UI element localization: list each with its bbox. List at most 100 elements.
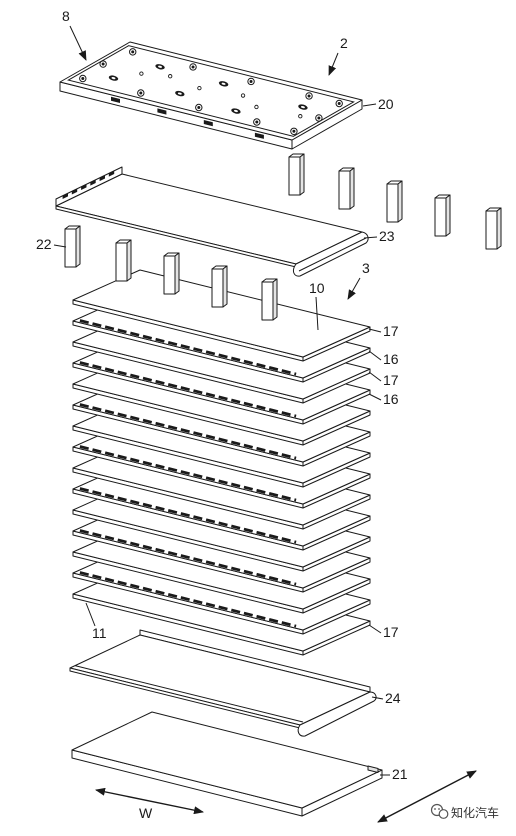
- bus-bar: [288, 153, 305, 196]
- bolt-center: [197, 106, 201, 109]
- leader-line-11: [85, 602, 96, 627]
- bus-bar-front: [434, 197, 447, 237]
- callout-16-upper: 16: [383, 351, 399, 367]
- cover-bump: [90, 179, 96, 186]
- length-direction-arrow: [377, 770, 477, 823]
- bolt-center: [101, 62, 105, 66]
- cover-wall-bumps: [62, 170, 115, 199]
- cell-tab-row: [79, 319, 297, 376]
- wechat-icon-bubble-small: [438, 809, 449, 819]
- base-plate: [71, 711, 383, 817]
- leader-line-17-second: [368, 371, 382, 382]
- bus-bar-front: [485, 210, 498, 250]
- bolt-center: [255, 120, 259, 124]
- bolt-center: [81, 77, 85, 80]
- bus-bar: [261, 278, 278, 321]
- mounting-hole: [197, 85, 202, 91]
- cover-bump: [99, 175, 105, 182]
- leader-line-17-top: [368, 328, 382, 333]
- width-direction-arrow: [95, 787, 204, 815]
- bolt-center: [139, 91, 143, 95]
- leader-arrow-8: [69, 25, 87, 61]
- callout-8: 8: [62, 8, 70, 24]
- terminal-hole: [158, 65, 163, 68]
- bus-bar: [386, 180, 403, 223]
- bus-bar: [338, 167, 355, 210]
- bus-bar-side: [299, 153, 305, 196]
- front-face-fitting: [157, 108, 167, 115]
- mounting-hole: [168, 74, 173, 79]
- bolt-center: [292, 129, 296, 133]
- bolt-center: [191, 65, 195, 69]
- callout-17-bottom: 17: [383, 624, 399, 640]
- bolt-center: [249, 79, 253, 83]
- bus-bar-side: [126, 239, 132, 282]
- leader-line-22: [53, 244, 67, 248]
- front-face-fitting: [111, 96, 120, 103]
- callout-24: 24: [385, 690, 401, 706]
- bus-bar: [163, 252, 180, 295]
- cell-tab-row: [79, 571, 297, 628]
- upper-case-top-face: [59, 41, 363, 141]
- bus-bar-front: [211, 268, 224, 308]
- width-direction-label: W: [139, 805, 153, 821]
- cover-curl-line: [298, 237, 367, 272]
- bus-bar-side: [496, 207, 502, 250]
- bus-bar-front: [64, 228, 77, 268]
- terminal-hole: [233, 109, 238, 113]
- cell-tab-row: [79, 487, 297, 544]
- callout-20: 20: [378, 96, 394, 112]
- bus-bar-front: [288, 156, 301, 196]
- leader-arrow-2: [328, 52, 339, 76]
- callouts: 8 2 20 23 22 3 10 17 16 17 16 11 17 24 2…: [36, 8, 408, 782]
- bus-bar-side: [349, 167, 355, 210]
- cover-bump: [71, 188, 78, 195]
- cell-stack: [72, 269, 371, 656]
- bus-bar-front: [338, 170, 351, 210]
- cell-tab-row: [79, 361, 297, 418]
- terminal-hole: [300, 106, 305, 109]
- callout-17-top: 17: [383, 323, 399, 339]
- bus-bar-row-rear: [288, 153, 502, 250]
- bus-bar: [434, 194, 451, 237]
- leader-line-16-lower: [368, 393, 382, 401]
- upper-case: [59, 41, 363, 150]
- mounting-hole: [139, 71, 144, 76]
- terminal-hole: [111, 77, 116, 80]
- cover-bump: [62, 193, 68, 199]
- upper-case-rim: [67, 45, 355, 137]
- bolt-center: [307, 94, 311, 98]
- bus-bar-front: [386, 183, 399, 223]
- bus-bar-side: [445, 194, 451, 237]
- base-top-face: [71, 711, 383, 809]
- cover-raised-wall: [55, 166, 123, 207]
- bus-bar: [115, 239, 132, 282]
- bus-bar-side: [397, 180, 403, 223]
- leader-line-16-upper: [368, 350, 382, 361]
- bus-bar-row-front: [64, 225, 278, 321]
- bus-bar-side: [272, 278, 278, 321]
- bus-bar-front: [115, 242, 128, 282]
- cell-tab-row: [79, 529, 297, 586]
- mounting-hole: [298, 114, 303, 119]
- wechat-icon-dot: [434, 808, 436, 810]
- wechat-icon-dot: [438, 808, 440, 810]
- bolt-center: [131, 50, 135, 54]
- bus-bar: [211, 265, 228, 308]
- insulating-cover: [55, 166, 369, 277]
- callout-16-lower: 16: [383, 391, 399, 407]
- callout-21: 21: [392, 766, 408, 782]
- bus-bar-front: [261, 281, 274, 321]
- callout-23: 23: [379, 228, 395, 244]
- bus-bar-side: [75, 225, 81, 268]
- cover-bump: [81, 184, 87, 190]
- leader-arrow-3: [347, 277, 361, 300]
- front-face-fitting: [254, 132, 264, 139]
- front-face-fitting: [203, 120, 213, 127]
- leader-line-24: [371, 696, 384, 700]
- leader-line-17-bottom: [368, 624, 382, 634]
- callout-17-second: 17: [383, 372, 399, 388]
- watermark-text: 知化汽车: [451, 805, 499, 820]
- bus-bar-front: [163, 255, 176, 295]
- leader-lines: [53, 25, 390, 776]
